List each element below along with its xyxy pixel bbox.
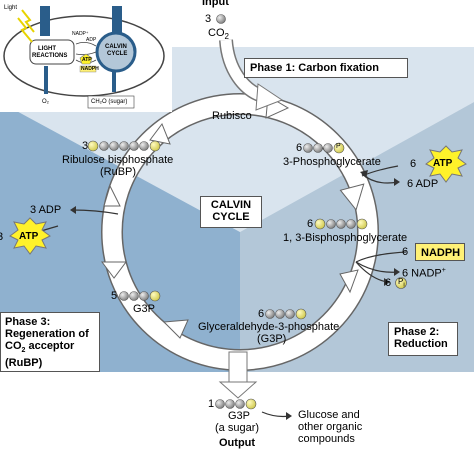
- adp1-label: 6 ADP: [407, 178, 439, 190]
- pga-label: 3-Phosphoglycerate: [283, 156, 381, 168]
- output-note: (a sugar): [215, 422, 260, 434]
- molecule-chains: [87, 14, 368, 410]
- pga-count: 6: [296, 142, 303, 154]
- atp3-label: ATP: [19, 231, 39, 242]
- input-arrow: [219, 39, 284, 111]
- inset-calvin-label-2: CYCLE: [107, 51, 128, 57]
- g3p5-count: 5: [111, 290, 118, 302]
- inset-atp-label: ATP: [82, 57, 92, 63]
- rubp-count: 3: [82, 140, 89, 152]
- inset-co2-label: CO₂: [110, 1, 122, 7]
- inset-nadph-label: NADPH: [81, 66, 99, 72]
- output-products-line1: Glucose and: [298, 409, 360, 421]
- nadph-count: 6: [402, 246, 409, 258]
- inset-h2o-label: H₂O: [40, 1, 52, 7]
- pi-label: Pi: [398, 277, 405, 289]
- atp3-multiplier: 3: [0, 231, 4, 243]
- output-products-line2: other organic: [298, 421, 363, 433]
- pga-phosphate: P: [336, 143, 341, 150]
- atp-star-phase3: [9, 217, 51, 255]
- g3p6-label: Glyceraldehyde-3-phosphate: [198, 321, 340, 333]
- input-heading: Input: [202, 0, 229, 8]
- inset-sugar-label: CH₂O (sugar): [91, 99, 128, 105]
- g3p6-count: 6: [258, 308, 265, 320]
- output-g3p-label: G3P: [228, 410, 251, 422]
- atp1-count: 6: [410, 158, 417, 170]
- inset-o2-label: O₂: [42, 99, 49, 105]
- ring-arrowheads: [101, 95, 365, 339]
- input-co2-label: CO2: [208, 27, 229, 42]
- rubp-abbr: (RuBP): [100, 166, 137, 178]
- inset-calvin-label-1: CALVIN: [105, 44, 127, 50]
- bpg-count: 6: [307, 218, 314, 230]
- phase2-label: Phase 2:Reduction: [388, 322, 458, 356]
- atp-star-phase2: [425, 145, 467, 183]
- rubp-label: Ribulose bisphosphate: [62, 154, 174, 166]
- nadp-label: 6 NADP+: [402, 267, 446, 280]
- phase1-label: Phase 1: Carbon fixation: [244, 58, 408, 78]
- pi-circle: [395, 277, 407, 289]
- adp3-label: 3 ADP: [30, 204, 62, 216]
- atp1-label: ATP: [433, 158, 453, 169]
- output-arrow: [218, 351, 258, 399]
- input-co2-count: 3: [205, 13, 212, 25]
- g3p6-abbr: (G3P): [257, 333, 287, 345]
- output-products-line3: compounds: [298, 433, 355, 445]
- bpg-label: 1, 3-Bisphosphoglycerate: [283, 232, 408, 244]
- inset-light-label: Light: [4, 5, 18, 11]
- chloroplast-inset: [0, 0, 172, 112]
- inset-light-reactions-label-2: REACTIONS: [32, 53, 68, 59]
- g3p5-label: G3P: [133, 303, 156, 315]
- output-count: 1: [208, 398, 215, 410]
- phase3-label: Phase 3: Regeneration of CO2 acceptor (R…: [0, 312, 100, 372]
- inset-light-reactions-label-1: LIGHT: [38, 46, 56, 52]
- rubisco-label: Rubisco: [212, 110, 252, 122]
- side-arrowheads: [70, 170, 400, 420]
- output-heading: Output: [219, 437, 256, 449]
- inset-nadp-label: NADP⁺: [72, 31, 89, 37]
- nadph-label: NADPH: [415, 243, 465, 261]
- pi-count: 6: [385, 277, 392, 289]
- inset-adp-label: ADP: [86, 37, 97, 43]
